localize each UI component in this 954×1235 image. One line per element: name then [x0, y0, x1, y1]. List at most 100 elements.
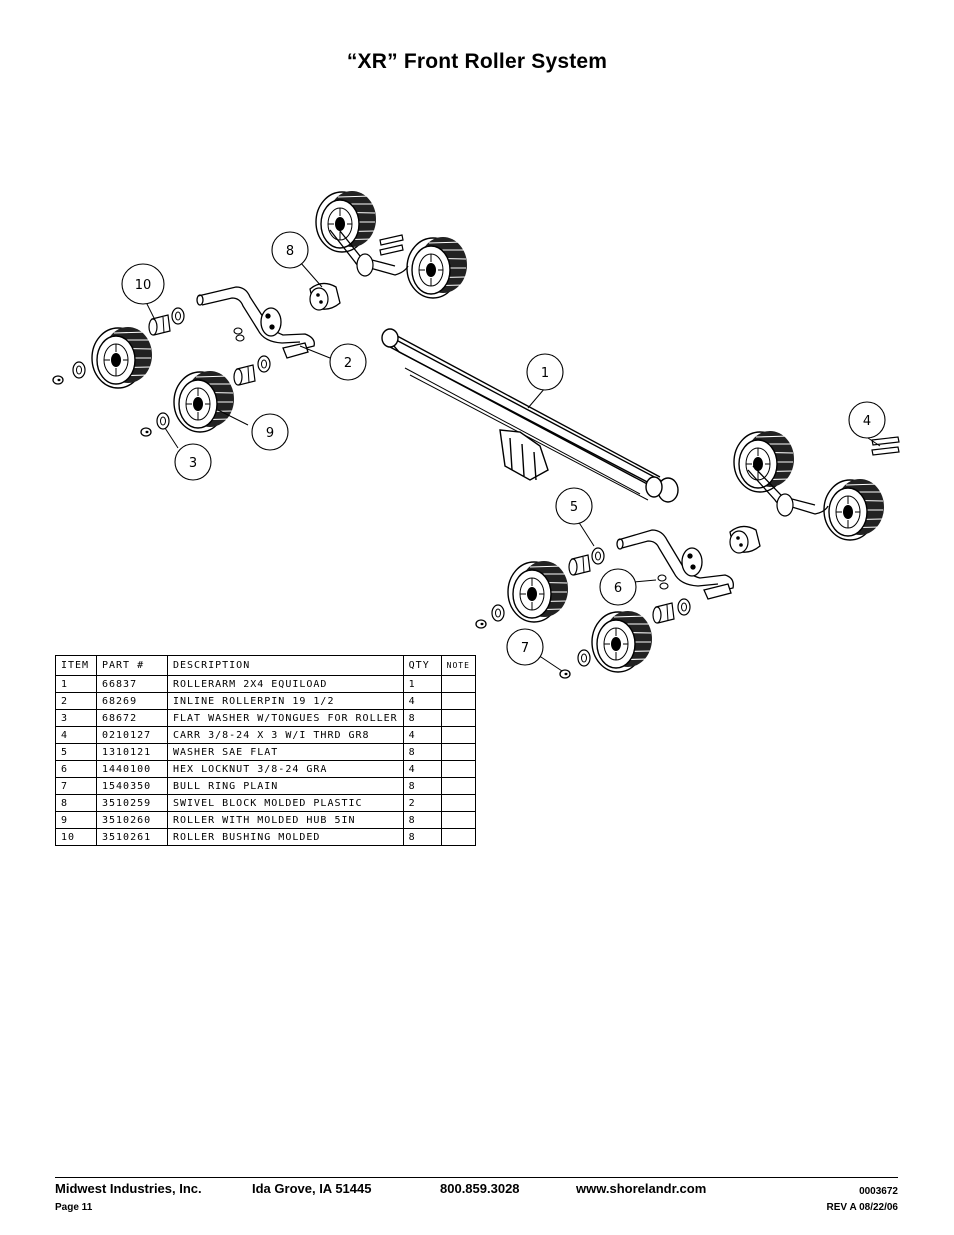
- callout-8: 8: [271, 231, 309, 269]
- cell-item: 3: [55, 709, 97, 727]
- locknuts-right: [657, 574, 669, 590]
- table-header-row: ITEM PART # DESCRIPTION QTY NOTE: [55, 655, 476, 676]
- header-qty: QTY: [402, 655, 442, 676]
- cell-description: FLAT WASHER W/TONGUES FOR ROLLER: [167, 709, 404, 727]
- roller-right-upper: [507, 560, 569, 623]
- callout-3: 3: [174, 443, 212, 481]
- right-roller-arm: [616, 529, 734, 600]
- bushing-2: [233, 364, 256, 386]
- footer-phone: 800.859.3028: [440, 1181, 520, 1196]
- cell-description: ROLLER WITH MOLDED HUB 5IN: [167, 811, 404, 829]
- cell-description: WASHER SAE FLAT: [167, 743, 404, 761]
- top-roller-assembly: [315, 190, 468, 299]
- cell-note: [440, 726, 476, 744]
- callout-9: 9: [251, 413, 289, 451]
- right-roller-assembly: [733, 430, 900, 541]
- header-description: DESCRIPTION: [167, 655, 404, 676]
- locknuts-left: [233, 327, 245, 342]
- washer-7: [491, 604, 505, 622]
- bull-ring-3: [475, 619, 487, 629]
- bushing-1: [148, 314, 171, 336]
- washer-5: [591, 547, 605, 565]
- callout-5: 5: [555, 487, 593, 525]
- svg-text:9: 9: [266, 426, 274, 441]
- cell-note: [440, 692, 476, 710]
- header-note: NOTE: [440, 655, 476, 676]
- svg-text:1: 1: [541, 366, 549, 381]
- cell-qty: 8: [402, 709, 442, 727]
- cell-part: 3510261: [96, 828, 168, 846]
- cell-item: 9: [55, 811, 97, 829]
- cell-part: 68672: [96, 709, 168, 727]
- washer-2: [257, 355, 271, 373]
- callout-7: 7: [506, 628, 544, 666]
- cell-note: [440, 828, 476, 846]
- cell-part: 1540350: [96, 777, 168, 795]
- cell-item: 8: [55, 794, 97, 812]
- footer-revision: REV A 08/22/06: [826, 1202, 898, 1213]
- cell-note: [440, 743, 476, 761]
- header-item: ITEM: [55, 655, 97, 676]
- cell-part: 3510260: [96, 811, 168, 829]
- cell-note: [440, 709, 476, 727]
- callout-4: 4: [848, 401, 886, 439]
- roller-left-lower: [173, 370, 235, 433]
- svg-text:7: 7: [521, 641, 529, 656]
- cell-note: [440, 811, 476, 829]
- footer-company: Midwest Industries, Inc.: [55, 1181, 202, 1196]
- cell-qty: 8: [402, 811, 442, 829]
- cell-description: CARR 3/8-24 X 3 W/I THRD GR8: [167, 726, 404, 744]
- washer-8: [577, 649, 591, 667]
- cell-description: BULL RING PLAIN: [167, 777, 404, 795]
- cell-item: 7: [55, 777, 97, 795]
- svg-text:10: 10: [135, 278, 152, 293]
- footer-website[interactable]: www.shorelandr.com: [576, 1181, 707, 1196]
- swivel-block-2: [729, 525, 761, 554]
- header-part-number: PART #: [96, 655, 168, 676]
- callout-6: 6: [599, 568, 637, 606]
- cell-qty: 4: [402, 692, 442, 710]
- cell-qty: 4: [402, 726, 442, 744]
- footer-page-number: Page 11: [55, 1202, 93, 1213]
- cell-description: HEX LOCKNUT 3/8-24 GRA: [167, 760, 404, 778]
- cell-item: 6: [55, 760, 97, 778]
- callout-1: 1: [526, 353, 564, 391]
- roller-left-upper: [91, 326, 153, 389]
- cell-item: 4: [55, 726, 97, 744]
- cell-description: SWIVEL BLOCK MOLDED PLASTIC: [167, 794, 404, 812]
- cell-note: [440, 675, 476, 693]
- svg-text:4: 4: [863, 414, 871, 429]
- footer-city: Ida Grove, IA 51445: [252, 1181, 372, 1196]
- frame-tube: [381, 328, 679, 503]
- washer-3: [72, 361, 86, 379]
- cell-part: 1440100: [96, 760, 168, 778]
- svg-text:2: 2: [344, 356, 352, 371]
- bull-ring-1: [52, 375, 64, 385]
- cell-part: 66837: [96, 675, 168, 693]
- svg-text:8: 8: [286, 244, 294, 259]
- cell-item: 1: [55, 675, 97, 693]
- cell-qty: 4: [402, 760, 442, 778]
- svg-text:6: 6: [614, 581, 622, 596]
- bushing-3: [568, 554, 591, 576]
- footer-divider: [55, 1177, 898, 1178]
- footer-doc-number: 0003672: [859, 1186, 898, 1197]
- page-title: “XR” Front Roller System: [346, 50, 608, 73]
- cell-qty: 8: [402, 777, 442, 795]
- cell-note: [440, 777, 476, 795]
- cell-item: 2: [55, 692, 97, 710]
- cell-note: [440, 760, 476, 778]
- cell-part: 1310121: [96, 743, 168, 761]
- washer-1: [171, 307, 185, 325]
- cell-part: 3510259: [96, 794, 168, 812]
- bull-ring-2: [140, 427, 152, 437]
- callout-10: 10: [121, 263, 165, 305]
